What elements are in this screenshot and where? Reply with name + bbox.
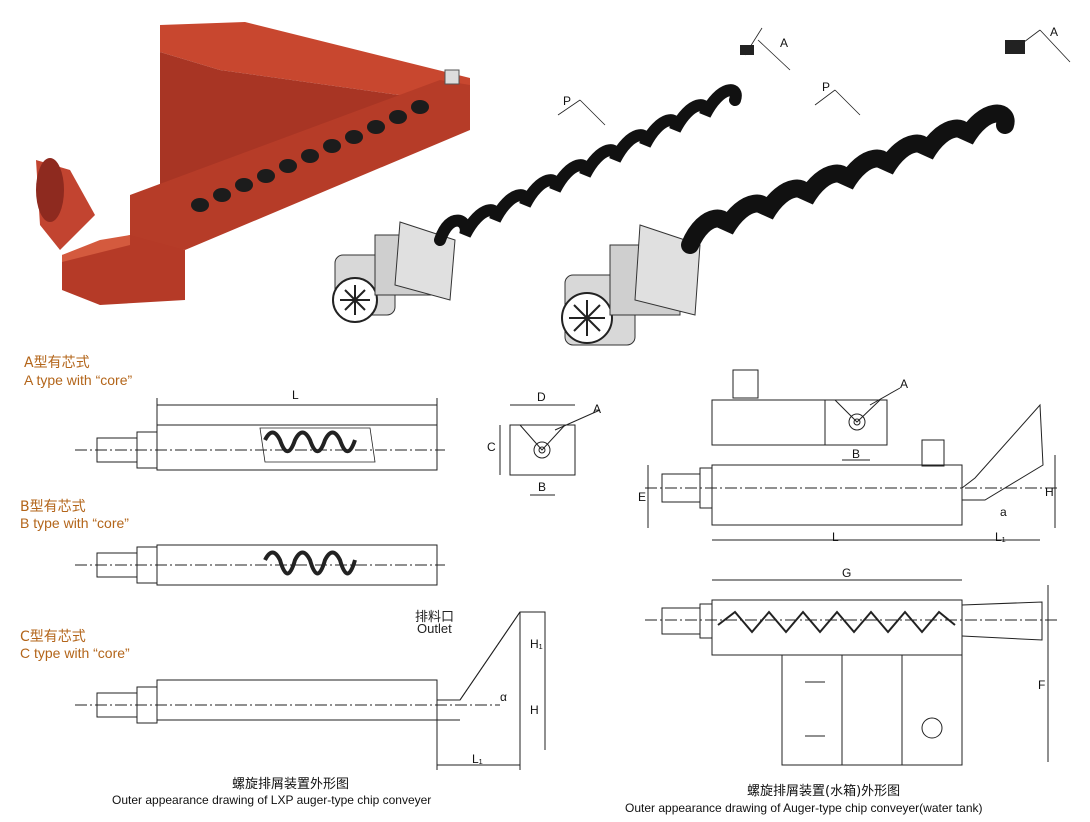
dim-a-tank: A <box>900 377 909 391</box>
auger-motor-illustration-2 <box>561 40 1025 346</box>
dim-p-photo1: P <box>563 94 572 108</box>
type-b-en: B type with “core” <box>20 515 129 531</box>
type-a-en: A type with “core” <box>24 372 133 388</box>
dim-l-a: L <box>292 388 299 402</box>
dim-a-section: A <box>593 402 602 416</box>
type-c-cn: C型有芯式 <box>20 629 86 645</box>
left-caption-en: Outer appearance drawing of LXP auger-ty… <box>112 793 432 807</box>
type-c-en: C type with “core” <box>20 645 130 661</box>
left-caption-cn: 螺旋排屑装置外形图 <box>232 777 350 792</box>
dim-l-tank: L <box>832 530 839 544</box>
dim-b-section: B <box>538 480 547 494</box>
photo-dimension-lines <box>557 27 1071 126</box>
dim-d: D <box>537 390 546 404</box>
right-caption-en: Outer appearance drawing of Auger-type c… <box>625 801 983 815</box>
dim-alpha: α <box>500 690 507 704</box>
dim-p-photo2: P <box>822 80 831 94</box>
dim-g: G <box>842 566 852 580</box>
left-technical-drawings <box>75 398 601 770</box>
dim-l1-tank: L₁ <box>995 530 1006 544</box>
outlet-en: Outlet <box>417 621 452 636</box>
dim-b-tank: B <box>852 447 861 461</box>
dim-f: F <box>1038 678 1046 692</box>
red-conveyor-illustration <box>36 22 470 305</box>
outlet-cn: 排料口 <box>415 610 455 625</box>
right-caption-cn: 螺旋排屑装置(水箱)外形图 <box>747 784 901 799</box>
type-b-cn: B型有芯式 <box>20 499 86 515</box>
dim-e: E <box>638 490 647 504</box>
dim-h-tank: H <box>1045 485 1054 499</box>
dim-a-angle: a <box>1000 505 1007 519</box>
dim-h-c: H <box>530 703 539 717</box>
dim-a-photo1: A <box>780 36 789 50</box>
auger-motor-illustration-1 <box>332 45 754 323</box>
dim-h1: H₁ <box>530 637 543 651</box>
type-a-cn: A型有芯式 <box>24 355 90 371</box>
dim-l1-c: L₁ <box>472 752 483 766</box>
dim-c: C <box>487 440 496 454</box>
right-technical-drawings <box>645 369 1060 766</box>
dim-a-photo2: A <box>1050 25 1059 39</box>
